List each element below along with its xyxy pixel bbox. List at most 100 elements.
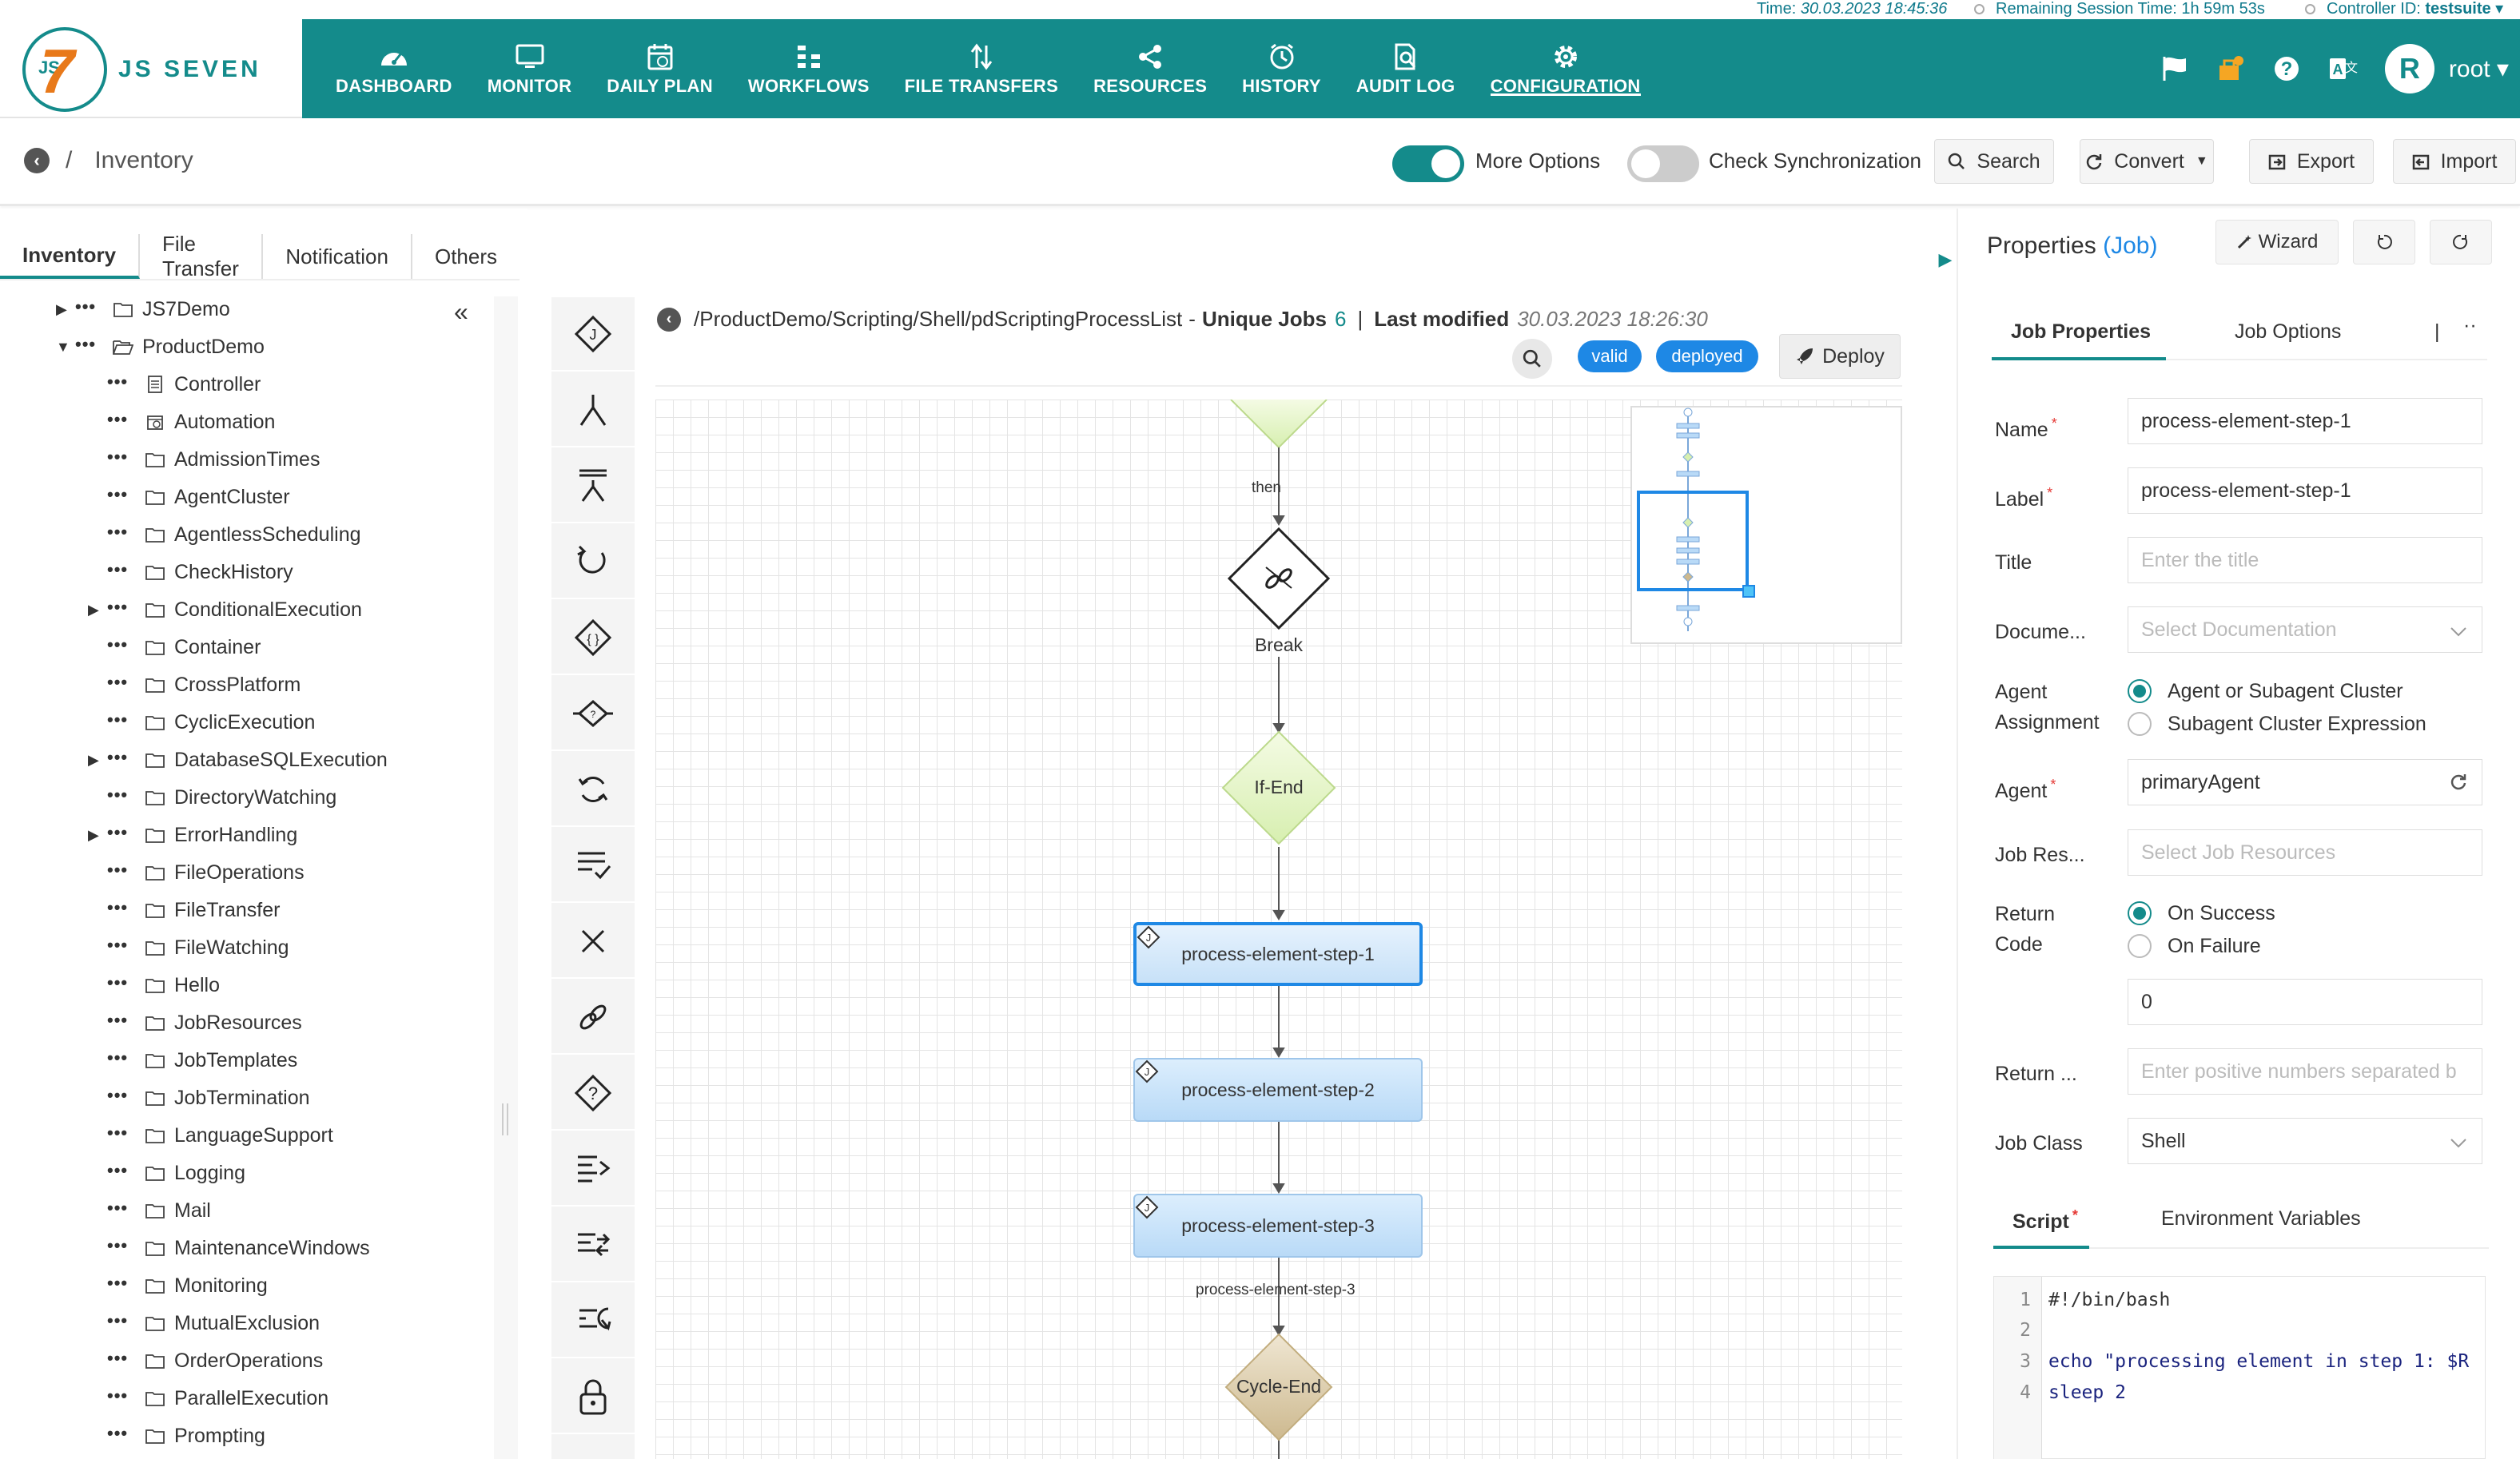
nav-resources[interactable]: RESOURCES [1076, 19, 1224, 118]
cycle-end-node[interactable] [1224, 1333, 1333, 1441]
tree-item[interactable]: •••Logging [88, 1155, 245, 1191]
job-node-step-1[interactable]: J process-element-step-1 [1133, 922, 1423, 986]
more-actions-icon[interactable]: ••• [107, 1310, 129, 1330]
tree-item[interactable]: •••AdmissionTimes [88, 441, 320, 478]
radio-subagent-expression[interactable]: Subagent Cluster Expression [2128, 712, 2426, 736]
tree-item[interactable]: •••CheckHistory [88, 554, 293, 590]
tree-item[interactable]: •••CrossPlatform [88, 666, 301, 703]
more-actions-icon[interactable]: ••• [107, 822, 129, 842]
tool-fork[interactable] [551, 373, 635, 447]
more-actions-icon[interactable]: ••• [75, 334, 97, 354]
tool-finish[interactable] [551, 829, 635, 903]
more-actions-icon[interactable]: ••• [107, 1198, 129, 1218]
more-actions-icon[interactable]: ••• [107, 484, 129, 504]
tree-item[interactable]: •••JobTermination [88, 1079, 310, 1116]
more-tabs-icon[interactable]: ·· [2463, 314, 2477, 336]
workflow-minimap[interactable] [1630, 406, 1902, 644]
tree-item[interactable]: ▶•••DatabaseSQLExecution [88, 741, 388, 778]
tree-item[interactable]: •••ParallelExecution [88, 1380, 328, 1417]
tree-scrollbar[interactable] [494, 296, 518, 1459]
tool-retry[interactable] [551, 525, 635, 599]
caret-down-icon[interactable]: ▼ [56, 338, 70, 355]
tree-item[interactable]: ▶•••ConditionalExecution [88, 591, 362, 628]
tree-item[interactable]: •••FileTransfer [88, 892, 280, 928]
break-node[interactable] [1227, 527, 1331, 630]
more-actions-icon[interactable]: ••• [107, 1273, 129, 1293]
nav-daily-plan[interactable]: DAILY PLAN [589, 19, 731, 118]
tree-item[interactable]: •••FileOperations [88, 854, 305, 891]
tree-item[interactable]: •••JobTemplates [88, 1042, 297, 1079]
tool-lock[interactable] [551, 1360, 635, 1434]
import-button[interactable]: Import [2393, 139, 2516, 184]
more-actions-icon[interactable]: ••• [107, 1123, 129, 1143]
more-actions-icon[interactable]: ••• [107, 897, 129, 917]
minimap-resize-handle[interactable] [1742, 585, 1755, 598]
more-actions-icon[interactable]: ••• [75, 296, 97, 316]
tree-item[interactable]: •••Automation [88, 404, 275, 440]
radio-on-failure[interactable]: On Failure [2128, 934, 2261, 958]
more-actions-icon[interactable]: ••• [107, 1010, 129, 1030]
more-actions-icon[interactable]: ••• [107, 1048, 129, 1067]
tree-item[interactable]: •••LanguageSupport [88, 1117, 333, 1154]
caret-right-icon[interactable]: ▶ [56, 300, 67, 317]
tab-notification[interactable]: Notification [263, 234, 412, 279]
tree-item[interactable]: •••AgentlessScheduling [88, 516, 361, 553]
more-actions-icon[interactable]: ••• [107, 559, 129, 579]
documentation-select[interactable]: Select Documentation [2128, 606, 2482, 653]
tab-job-options[interactable]: Job Options [2235, 320, 2342, 343]
more-actions-icon[interactable]: ••• [107, 972, 129, 992]
nav-workflows[interactable]: WORKFLOWS [731, 19, 887, 118]
export-button[interactable]: Export [2249, 139, 2374, 184]
more-actions-icon[interactable]: ••• [107, 860, 129, 880]
tool-job-instruction[interactable]: J [551, 297, 635, 372]
tree-item[interactable]: •••Prompting [88, 1417, 265, 1454]
help-icon[interactable]: ? [2259, 45, 2315, 93]
tree-item[interactable]: •••AgentCluster [88, 479, 290, 515]
if-end-node[interactable] [1221, 730, 1336, 845]
tree-item[interactable]: •••DirectoryWatching [88, 779, 336, 816]
more-actions-icon[interactable]: ••• [107, 1235, 129, 1255]
tree-item[interactable]: ▶•••ErrorHandling [88, 817, 297, 853]
collapse-properties-icon[interactable]: ▶ [1938, 249, 1953, 269]
workflow-search-button[interactable] [1512, 339, 1552, 379]
tab-job-properties[interactable]: Job Properties [2011, 320, 2152, 343]
tree-item[interactable]: •••Container [88, 629, 261, 666]
more-actions-icon[interactable]: ••• [107, 1160, 129, 1180]
more-actions-icon[interactable]: ••• [107, 1085, 129, 1105]
tree-item[interactable]: •••JobResources [88, 1004, 302, 1041]
tree-item[interactable]: •••Mail [88, 1192, 211, 1229]
tool-fail[interactable] [551, 904, 635, 979]
tab-script[interactable]: Script* [2012, 1207, 2078, 1233]
more-actions-icon[interactable]: ••• [107, 372, 129, 392]
check-sync-toggle[interactable] [1627, 145, 1699, 182]
tree-item[interactable]: •••MaintenanceWindows [88, 1230, 370, 1266]
caret-right-icon[interactable]: ▶ [88, 826, 99, 843]
nav-dashboard[interactable]: DASHBOARD [318, 19, 470, 118]
more-actions-icon[interactable]: ••• [107, 1348, 129, 1368]
controller-id[interactable]: Controller ID: testsuite ▾ [2305, 0, 2503, 18]
tab-more[interactable]: | [2434, 320, 2440, 343]
more-actions-icon[interactable]: ••• [107, 1385, 129, 1405]
name-field[interactable]: process-element-step-1 [2128, 398, 2482, 444]
nav-configuration[interactable]: CONFIGURATION [1473, 19, 1658, 118]
panel-resize-handle[interactable] [502, 1103, 508, 1135]
back-arrow-icon[interactable]: ‹ [24, 148, 50, 173]
agent-field[interactable]: primaryAgent [2128, 759, 2482, 805]
tab-inventory[interactable]: Inventory [0, 234, 141, 279]
tool-post-notice[interactable] [551, 1208, 635, 1282]
tool-try[interactable]: ? [551, 677, 635, 751]
undo-button[interactable] [2353, 220, 2415, 264]
nav-audit-log[interactable]: AUDIT LOG [1339, 19, 1473, 118]
workflow-canvas[interactable]: then Break If-End J process-element-step… [655, 400, 1902, 1459]
more-actions-icon[interactable]: ••• [107, 747, 129, 767]
caret-right-icon[interactable]: ▶ [88, 601, 99, 618]
job-node-step-2[interactable]: J process-element-step-2 [1133, 1058, 1423, 1122]
more-actions-icon[interactable]: ••• [107, 785, 129, 805]
tool-prompt[interactable]: ? [551, 1056, 635, 1131]
tab-others[interactable]: Others [434, 244, 497, 268]
tab-environment-variables[interactable]: Environment Variables [2161, 1207, 2361, 1230]
deploy-button[interactable]: Deploy [1779, 334, 1901, 379]
more-options-toggle[interactable] [1392, 145, 1464, 182]
tree-item[interactable]: ▼•••ProductDemo [56, 328, 265, 365]
